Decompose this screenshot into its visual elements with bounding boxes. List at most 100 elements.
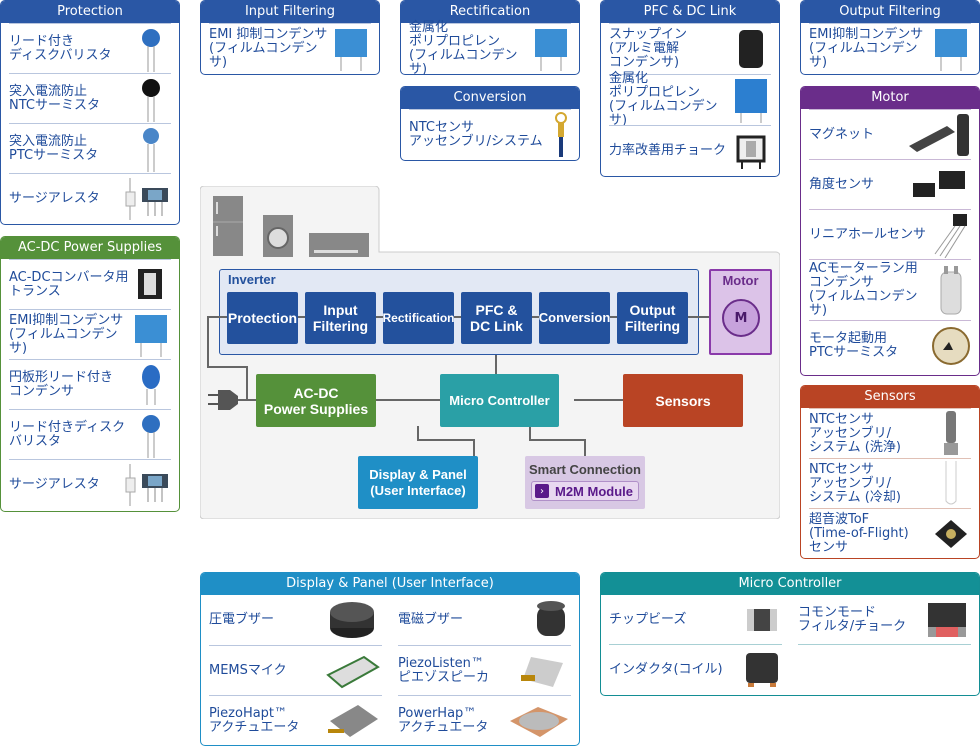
- block-micro-controller[interactable]: Micro Controller: [440, 374, 559, 427]
- piezo-speaker-icon: [511, 651, 571, 691]
- ntc-wire-icon: [931, 460, 971, 504]
- input-filtering-panel: Input Filtering EMI 抑制コンデンサ (フィルムコンデンサ): [200, 0, 380, 75]
- list-item[interactable]: マグネット: [809, 109, 971, 159]
- inverter-label: Inverter: [228, 272, 276, 287]
- block-display-panel[interactable]: Display & Panel (User Interface): [358, 456, 478, 509]
- block-sensors[interactable]: Sensors: [623, 374, 743, 427]
- motor-label: Motor: [722, 273, 759, 288]
- list-item[interactable]: ACモーターラン用 コンデンサ (フィルムコンデンサ): [809, 259, 971, 320]
- list-item[interactable]: 突入電流防止 PTCサーミスタ: [9, 123, 171, 173]
- disc-capacitor-icon: [131, 364, 171, 405]
- list-item[interactable]: EMI抑制コンデンサ (フィルムコンデンサ): [809, 23, 971, 73]
- list-item[interactable]: 金属化 ポリプロピレン (フィルムコンデンサ): [409, 20, 571, 74]
- block-conversion[interactable]: Conversion: [539, 292, 610, 344]
- list-item[interactable]: コモンモード フィルタ/チョーク: [798, 595, 971, 645]
- magnet-icon: [907, 113, 971, 156]
- output-filtering-panel: Output Filtering EMI抑制コンデンサ (フィルムコンデンサ): [800, 0, 980, 75]
- list-item[interactable]: EMI 抑制コンデンサ (フィルムコンデンサ): [209, 23, 371, 73]
- list-item[interactable]: 圧電ブザー: [209, 595, 382, 645]
- list-item[interactable]: PiezoHapt™ アクチュエータ: [209, 695, 382, 745]
- connector-line: [376, 399, 440, 401]
- block-acdc-power-supplies[interactable]: AC-DC Power Supplies: [256, 374, 376, 427]
- ntc-sensor-assembly-icon: [551, 111, 571, 157]
- list-item[interactable]: リード付きディスク バリスタ: [9, 409, 171, 459]
- list-item[interactable]: スナップイン (アルミ電解 コンデンサ): [609, 23, 771, 74]
- surge-arrester-icon: [121, 177, 171, 220]
- list-item[interactable]: 金属化 ポリプロピレン (フィルムコンデンサ): [609, 72, 771, 128]
- list-item[interactable]: 円板形リード付き コンデンサ: [9, 359, 171, 409]
- display-panel: Display & Panel (User Interface) 圧電ブザー 電…: [200, 572, 580, 746]
- list-item[interactable]: PowerHap™ アクチュエータ: [398, 695, 571, 745]
- connector-line: [584, 439, 586, 457]
- panel-title: Rectification: [401, 1, 579, 23]
- block-rectification[interactable]: Rectification: [383, 292, 455, 344]
- connector-line: [417, 439, 474, 441]
- block-protection[interactable]: Protection: [227, 292, 298, 344]
- m2m-module-button[interactable]: › M2M Module: [531, 481, 639, 501]
- connector-line: [207, 316, 209, 366]
- air-conditioner-icon: [309, 233, 369, 257]
- connector-line: [417, 426, 419, 440]
- power-plug-icon: [208, 390, 238, 410]
- micro-controller-panel: Micro Controller チップビーズ コモンモード フィルタ/チョーク…: [600, 572, 980, 696]
- panel-title: Conversion: [401, 87, 579, 109]
- connector-line: [690, 316, 720, 318]
- panel-title: AC-DC Power Supplies: [1, 237, 179, 259]
- motor-block[interactable]: Motor M: [709, 269, 772, 355]
- list-item[interactable]: 力率改善用チョーク: [609, 125, 771, 176]
- panel-title: Micro Controller: [601, 573, 979, 595]
- list-item[interactable]: サージアレスタ: [9, 173, 171, 223]
- list-item[interactable]: インダクタ(コイル): [609, 645, 782, 695]
- panel-title: Protection: [1, 1, 179, 23]
- list-item[interactable]: 突入電流防止 NTCサーミスタ: [9, 73, 171, 123]
- connector-line: [473, 439, 475, 457]
- block-input-filtering[interactable]: Input Filtering: [305, 292, 376, 344]
- panel-title: Output Filtering: [801, 1, 979, 23]
- inductor-icon: [742, 650, 782, 690]
- list-item[interactable]: PiezoListen™ ピエゾスピーカ: [398, 645, 571, 695]
- list-item[interactable]: NTCセンサ アッセンブリ/システム: [409, 109, 571, 159]
- list-item[interactable]: リニアホールセンサ: [809, 209, 971, 259]
- connector-line: [574, 399, 624, 401]
- connector-line: [220, 316, 690, 318]
- ntc-probe-icon: [931, 410, 971, 455]
- list-item[interactable]: チップビーズ: [609, 595, 782, 645]
- list-item[interactable]: モータ起動用 PTCサーミスタ: [809, 320, 971, 370]
- list-item[interactable]: 電磁ブザー: [398, 595, 571, 645]
- common-mode-filter-icon: [923, 600, 971, 640]
- film-capacitor-icon: [131, 314, 171, 357]
- list-item[interactable]: 超音波ToF (Time-of-Flight) センサ: [809, 508, 971, 558]
- film-capacitor-icon: [731, 79, 771, 123]
- block-output-filtering[interactable]: Output Filtering: [617, 292, 688, 344]
- list-item[interactable]: リード付き ディスクバリスタ: [9, 23, 171, 73]
- connector-line: [529, 439, 585, 441]
- system-diagram: Inverter Protection Input Filtering Rect…: [200, 186, 780, 519]
- rectification-panel: Rectification 金属化 ポリプロピレン (フィルムコンデンサ): [400, 0, 580, 75]
- panel-title: Sensors: [801, 386, 979, 408]
- ptc-thermistor-icon: [931, 326, 971, 366]
- transformer-icon: [131, 265, 171, 305]
- panel-title: Display & Panel (User Interface): [201, 573, 579, 595]
- chip-bead-icon: [742, 600, 782, 640]
- panel-title: Input Filtering: [201, 1, 379, 23]
- list-item[interactable]: NTCセンサ アッセンブリ/ システム (洗浄): [809, 408, 971, 458]
- smart-connection-block[interactable]: Smart Connection › M2M Module: [525, 456, 645, 509]
- list-item[interactable]: AC-DCコンバータ用 トランス: [9, 259, 171, 309]
- connector-line: [207, 366, 247, 368]
- disc-varistor-icon: [131, 414, 171, 458]
- list-item[interactable]: サージアレスタ: [9, 459, 171, 509]
- pfc-panel: PFC & DC Link スナップイン (アルミ電解 コンデンサ) 金属化 ポ…: [600, 0, 780, 177]
- list-item[interactable]: MEMSマイク: [209, 645, 382, 695]
- magnetic-buzzer-icon: [531, 600, 571, 640]
- piezo-buzzer-icon: [322, 600, 382, 640]
- connector-line: [246, 366, 248, 400]
- motor-run-capacitor-icon: [931, 266, 971, 315]
- list-item[interactable]: EMI抑制コンデンサ (フィルムコンデンサ): [9, 309, 171, 359]
- electrolytic-capacitor-icon: [731, 29, 771, 69]
- block-pfc-dc-link[interactable]: PFC & DC Link: [461, 292, 532, 344]
- smart-connection-label: Smart Connection: [529, 462, 641, 477]
- film-capacitor-icon: [531, 28, 571, 71]
- list-item[interactable]: NTCセンサ アッセンブリ/ システム (冷却): [809, 458, 971, 508]
- disc-varistor-icon: [131, 28, 171, 72]
- list-item[interactable]: 角度センサ: [809, 159, 971, 209]
